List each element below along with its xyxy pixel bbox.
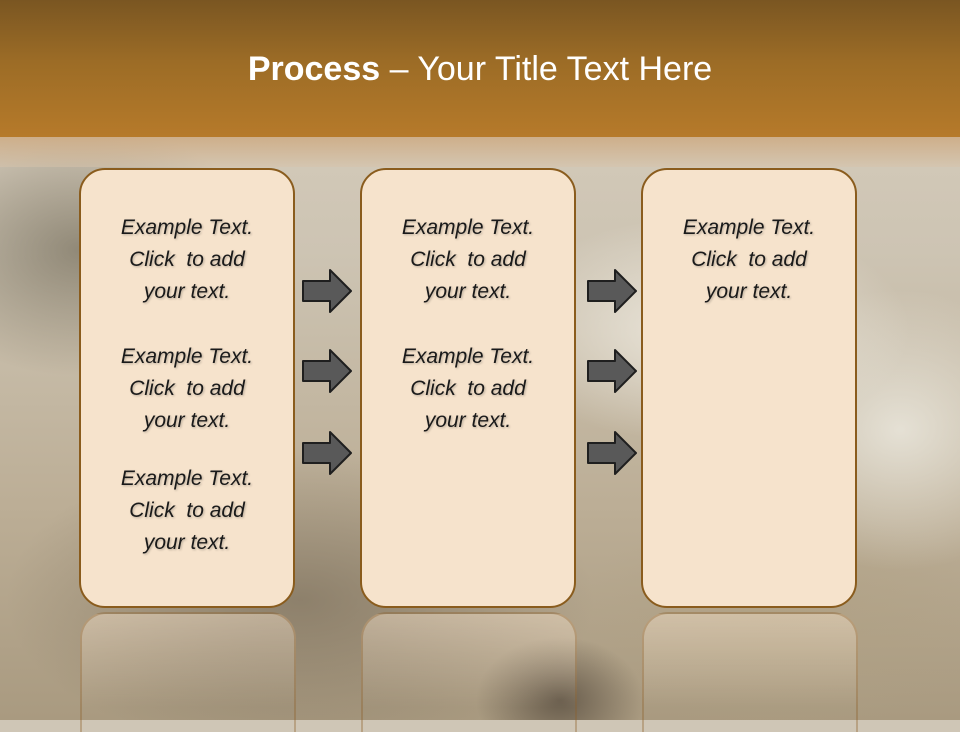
- text-block[interactable]: Example Text. Click to add your text.: [643, 212, 855, 308]
- right-arrow-icon: [302, 431, 352, 475]
- text-block[interactable]: Example Text. Click to add your text.: [81, 341, 293, 437]
- text-line: your text.: [424, 409, 512, 432]
- text-block[interactable]: Example Text. Click to add your text.: [81, 212, 293, 308]
- text-line: Example Text.: [682, 216, 816, 239]
- text-line: Example Text.: [401, 216, 535, 239]
- right-arrow-icon: [587, 431, 637, 475]
- text-line: Example Text.: [401, 345, 535, 368]
- right-arrow-icon: [302, 269, 352, 313]
- text-line: your text.: [143, 531, 231, 554]
- right-arrow-icon: [302, 349, 352, 393]
- process-card-2[interactable]: Example Text. Click to add your text. Ex…: [360, 168, 576, 608]
- right-arrow-icon: [587, 269, 637, 313]
- text-line: Example Text.: [120, 345, 254, 368]
- text-line: Click to add: [410, 377, 526, 400]
- text-block[interactable]: Example Text. Click to add your text.: [362, 341, 574, 437]
- text-line: Example Text.: [120, 216, 254, 239]
- text-line: Click to add: [129, 248, 245, 271]
- title-underband: [0, 137, 960, 167]
- text-line: Example Text.: [120, 467, 254, 490]
- text-line: your text.: [705, 280, 793, 303]
- text-line: Click to add: [410, 248, 526, 271]
- right-arrow-icon: [587, 349, 637, 393]
- text-block[interactable]: Example Text. Click to add your text.: [362, 212, 574, 308]
- text-line: Click to add: [129, 377, 245, 400]
- text-block[interactable]: Example Text. Click to add your text.: [81, 463, 293, 559]
- text-line: your text.: [143, 280, 231, 303]
- slide-title[interactable]: Process – Your Title Text Here: [0, 50, 960, 89]
- card-reflection: [361, 612, 577, 732]
- process-card-3[interactable]: Example Text. Click to add your text.: [641, 168, 857, 608]
- text-line: Click to add: [691, 248, 807, 271]
- title-bold: Process: [247, 50, 381, 88]
- title-rest: – Your Title Text Here: [380, 50, 713, 88]
- process-card-1[interactable]: Example Text. Click to add your text. Ex…: [79, 168, 295, 608]
- text-line: your text.: [143, 409, 231, 432]
- text-line: your text.: [424, 280, 512, 303]
- title-band: [0, 0, 960, 137]
- card-reflection: [642, 612, 858, 732]
- card-reflection: [80, 612, 296, 732]
- text-line: Click to add: [129, 499, 245, 522]
